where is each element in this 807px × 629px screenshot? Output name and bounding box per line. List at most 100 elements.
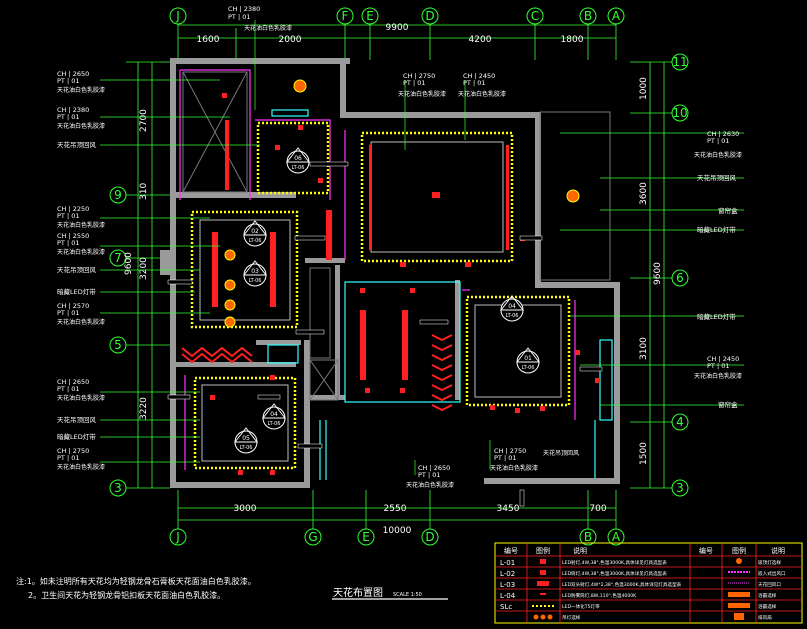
grid-label-top: F bbox=[342, 9, 349, 23]
dim-bottom-3: 3450 bbox=[497, 504, 520, 514]
dim-total-left: 9600 bbox=[124, 252, 134, 275]
dim-left-4: 3220 bbox=[139, 397, 149, 420]
spot-lights bbox=[224, 79, 580, 328]
marker-number: 04 bbox=[270, 411, 278, 418]
right-note: 暗藏LED灯带 bbox=[697, 225, 736, 234]
tag-ch: CH | 2650 bbox=[418, 464, 450, 472]
marker-sheet: LT-06 bbox=[249, 278, 262, 284]
left-note: 天花吊顶回风 bbox=[57, 265, 97, 274]
dim-right-1: 1000 bbox=[639, 77, 649, 100]
tag-desc: 天花油白色乳胶漆 bbox=[57, 394, 105, 402]
tag-ch: CH | 2750 bbox=[494, 447, 526, 455]
tag-ch: CH | 2650 bbox=[57, 70, 89, 78]
tag-pt: PT | 01 bbox=[57, 113, 79, 121]
grid-bubbles-top bbox=[169, 7, 625, 25]
grid-label-top: C bbox=[531, 9, 539, 23]
marker-sheet: LT-06 bbox=[522, 365, 535, 371]
tag-desc: 天花油白色乳胶漆 bbox=[406, 481, 454, 489]
legend-desc: LED一体化T5灯带 bbox=[562, 603, 600, 610]
tag-desc: 天花油白色乳胶漆 bbox=[398, 90, 446, 98]
grid-label-bottom: D bbox=[425, 530, 434, 544]
general-note: 2。卫生间天花为轻钢龙骨铝扣板天花面油白色乳胶漆。 bbox=[28, 590, 225, 600]
marker-number: 04 bbox=[508, 303, 516, 310]
grid-label-left: 9 bbox=[114, 188, 122, 202]
marker-number: 01 bbox=[524, 355, 532, 362]
partition-lines bbox=[179, 69, 576, 470]
legend-desc-right: 吸顶灯选样 bbox=[758, 559, 781, 566]
right-note: 暗藏LED灯带 bbox=[697, 312, 736, 321]
grid-label-bottom: B bbox=[584, 530, 592, 544]
pendant-icon bbox=[540, 614, 546, 620]
grid-label-right: 11 bbox=[672, 55, 687, 69]
grid-label-top: D bbox=[425, 9, 434, 23]
legend-desc: LED射灯,4W,38°,色温3000K,具体详见灯具选型表 bbox=[562, 559, 667, 566]
tag-pt: PT | 01 bbox=[707, 137, 729, 145]
legend-desc: LED筒灯,4W,38°,色温3000K,具体详见灯具选型表 bbox=[562, 570, 667, 577]
legend-desc-right: 排风扇 bbox=[758, 614, 772, 621]
dim-total-top: 9900 bbox=[386, 23, 409, 33]
tag-pt: PT | 01 bbox=[403, 79, 425, 87]
tag-ch: CH | 2450 bbox=[707, 355, 739, 363]
drawing-title: 天花布置图 bbox=[333, 586, 383, 599]
left-note: 天花吊顶回风 bbox=[57, 415, 97, 424]
grid-label-top: J bbox=[175, 9, 180, 23]
tag-pt: PT | 01 bbox=[228, 13, 250, 21]
tag-pt: PT | 01 bbox=[494, 454, 516, 462]
grid-label-bottom: E bbox=[362, 530, 370, 544]
downlight-icon bbox=[540, 570, 546, 575]
legend-code: SLc bbox=[500, 603, 512, 611]
grid-bubbles-bottom bbox=[169, 528, 625, 546]
marker-sheet: LT-06 bbox=[240, 445, 253, 451]
legend-desc: LED防雾筒灯,8W,110°,色温4000K bbox=[562, 592, 637, 599]
grid-label-top: A bbox=[612, 9, 621, 23]
tag-desc: 天花油白色乳胶漆 bbox=[694, 151, 742, 159]
dim-right-2: 3600 bbox=[639, 182, 649, 205]
exhaust-fan-icon bbox=[734, 613, 744, 620]
tag-desc: 天花油白色乳胶漆 bbox=[244, 24, 292, 32]
tag-ch: CH | 2380 bbox=[57, 106, 89, 114]
legend-code: L-03 bbox=[500, 581, 515, 589]
led-spot-icon bbox=[540, 559, 546, 564]
tag-ch: CH | 2750 bbox=[57, 447, 89, 455]
grid-label-left: 7 bbox=[114, 251, 122, 265]
grid-bubbles-left bbox=[109, 186, 127, 497]
marker-sheet: LT-06 bbox=[292, 165, 305, 171]
tag-pt: PT | 01 bbox=[57, 77, 79, 85]
tag-pt: PT | 01 bbox=[57, 454, 79, 462]
left-note: 天花吊顶回风 bbox=[57, 140, 97, 149]
tag-ch: CH | 2450 bbox=[463, 72, 495, 80]
dim-top-3: 4200 bbox=[469, 35, 492, 45]
dim-right-3: 3100 bbox=[639, 337, 649, 360]
right-note: 窗帘盒 bbox=[718, 206, 738, 215]
tag-ch: CH | 2750 bbox=[403, 72, 435, 80]
detail-markers: 06 LT-06 02 LT-06 03 LT-06 04 LT-06 01 L… bbox=[233, 147, 541, 454]
walls bbox=[160, 58, 620, 488]
dim-left-3: 3200 bbox=[139, 257, 149, 280]
ceiling-lamp-icon bbox=[736, 558, 742, 564]
ceiling-height-tags: CH | 2380 PT | 01 天花油白色乳胶漆 CH | 2650 PT … bbox=[57, 5, 742, 489]
section-bars bbox=[167, 161, 603, 507]
legend-desc-right: 天花回风口 bbox=[758, 581, 781, 588]
grid-label-top: B bbox=[584, 9, 592, 23]
grid-label-right: 6 bbox=[676, 271, 684, 285]
interior-blocks bbox=[182, 71, 611, 401]
tag-pt: PT | 01 bbox=[57, 309, 79, 317]
marker-number: 05 bbox=[242, 435, 250, 442]
grid-label-bottom: A bbox=[612, 530, 621, 544]
tag-pt: PT | 01 bbox=[707, 362, 729, 370]
chevron-bands bbox=[181, 334, 453, 412]
legend-code: L-04 bbox=[500, 592, 516, 600]
tag-ch: CH | 2570 bbox=[57, 302, 89, 310]
linear-light-bars bbox=[212, 120, 509, 380]
inner-note: 天花吊顶回风 bbox=[543, 449, 579, 457]
dim-top-4: 1800 bbox=[561, 35, 584, 45]
pendant-icon bbox=[533, 614, 539, 620]
dim-top-1: 1600 bbox=[197, 35, 220, 45]
tag-desc: 天花油白色乳胶漆 bbox=[57, 86, 105, 94]
legend-desc-right: 浴霸选样 bbox=[758, 603, 777, 610]
grid-bubbles-right bbox=[671, 53, 689, 497]
dim-bottom-1: 3000 bbox=[234, 504, 257, 514]
dim-left-2: 310 bbox=[139, 183, 149, 200]
